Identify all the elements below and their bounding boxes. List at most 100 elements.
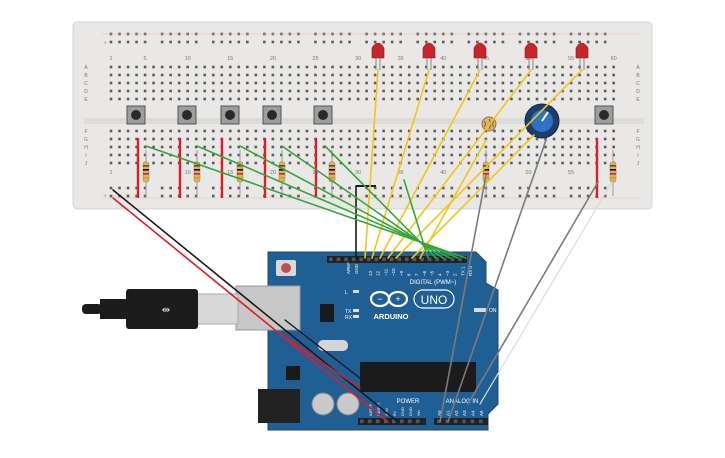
rail-plus-bottom: + [103, 193, 107, 200]
wires [112, 69, 613, 423]
column-number: 40 [440, 56, 446, 62]
row-letter: J [637, 161, 640, 167]
power-label: POWER [397, 399, 420, 405]
column-number: 50 [525, 170, 531, 176]
wire-led-5 [395, 69, 583, 259]
wire-led-2 [371, 69, 430, 259]
digital-pin-label: TX 1 [460, 266, 465, 276]
on-label: ON [489, 308, 497, 314]
push-button [594, 105, 614, 125]
led [371, 42, 385, 70]
row-letter: I [637, 153, 638, 159]
column-number: 55 [568, 170, 574, 176]
wire-button-4 [281, 145, 444, 259]
row-letter: E [636, 97, 640, 103]
push-button [220, 105, 240, 125]
column-number: 35 [398, 170, 404, 176]
resistor [609, 150, 617, 196]
usb-cable: ⇹ [82, 289, 239, 329]
atmega-chip [360, 362, 476, 392]
chip-small [320, 304, 334, 322]
breadboard-labels: 1155101015152020252530303535404045455050… [84, 56, 640, 176]
column-number: 30 [355, 170, 361, 176]
column-number: 10 [185, 56, 191, 62]
analog-pin-label: A0 [437, 410, 442, 416]
row-letter: B [84, 73, 88, 79]
row-letter: E [84, 97, 88, 103]
capacitor-1 [311, 392, 335, 416]
svg-text:⇹: ⇹ [162, 305, 170, 316]
power-jack [258, 389, 300, 423]
wire-ldr [419, 139, 487, 259]
column-number: 55 [568, 56, 574, 62]
crystal [318, 340, 348, 351]
resistor [142, 150, 150, 196]
analog-pin-label: A5 [479, 410, 484, 416]
digital-pin-label: 2 [453, 273, 458, 276]
wire-button-5 [324, 145, 437, 259]
rail-lines [102, 33, 640, 199]
row-letter: A [636, 65, 640, 71]
digital-pin-label: RX 0 [468, 265, 473, 276]
column-number: 20 [270, 170, 276, 176]
digital-pin-label: ~5 [430, 270, 435, 276]
reset-button[interactable] [281, 263, 291, 273]
analog-pin-label: A4 [471, 410, 476, 416]
wire-gnd [112, 189, 399, 423]
column-number: 1 [109, 56, 112, 62]
svg-text:+: + [395, 294, 400, 304]
push-button [177, 105, 197, 125]
column-number: 20 [270, 56, 276, 62]
push-button [126, 105, 146, 125]
row-letter: C [636, 81, 640, 87]
l-led [353, 290, 359, 293]
row-letter: H [84, 145, 88, 151]
row-letter: D [84, 89, 88, 95]
digital-label: DIGITAL (PWM~) [410, 280, 457, 286]
led [524, 42, 538, 70]
header-pins [329, 257, 483, 424]
regulator [286, 366, 300, 380]
row-letter: C [84, 81, 88, 87]
analog-label: ANALOG IN [446, 399, 479, 405]
column-number: 50 [525, 56, 531, 62]
row-letter: F [84, 129, 87, 135]
analog-header [434, 418, 488, 425]
power-pin-label: RESET [376, 402, 381, 416]
wire-analog-a3 [479, 181, 613, 405]
svg-text:−: − [377, 294, 382, 304]
row-letter: H [636, 145, 640, 151]
analog-pin-label: A3 [462, 410, 467, 416]
rail-plus-top: + [103, 40, 107, 47]
push-button [313, 105, 333, 125]
model-badge [413, 289, 455, 309]
wire-5v [112, 197, 389, 423]
digital-pin-label: 7 [414, 273, 419, 276]
column-number: 15 [227, 170, 233, 176]
tx-led [353, 309, 359, 312]
led [473, 42, 487, 70]
column-number: 10 [185, 170, 191, 176]
digital-pin-label: ~11 [383, 268, 388, 276]
row-letter: D [636, 89, 640, 95]
digital-pin-label: 12 [376, 270, 381, 276]
resistor [236, 150, 244, 196]
power-pin-label: 5V [392, 411, 397, 416]
digital-pin-label: 4 [437, 273, 442, 276]
breadboard-holes [109, 32, 615, 198]
analog-pin-label: A1 [445, 410, 450, 416]
wire-black-over-board [284, 319, 366, 383]
column-number: 25 [312, 56, 318, 62]
row-letter: G [636, 137, 640, 143]
column-number: 30 [355, 56, 361, 62]
column-number: 5 [144, 56, 147, 62]
rx-led [353, 315, 359, 318]
gnd-label: GND [354, 263, 359, 274]
arduino-board: − + ARDUINO UNO DIGITAL (PWM~) ANALOG IN… [235, 251, 499, 431]
resistor [328, 150, 336, 196]
arduino-logo: − + [369, 290, 409, 308]
center-channel [84, 118, 644, 124]
digital-pin-label: ~9 [399, 270, 404, 276]
